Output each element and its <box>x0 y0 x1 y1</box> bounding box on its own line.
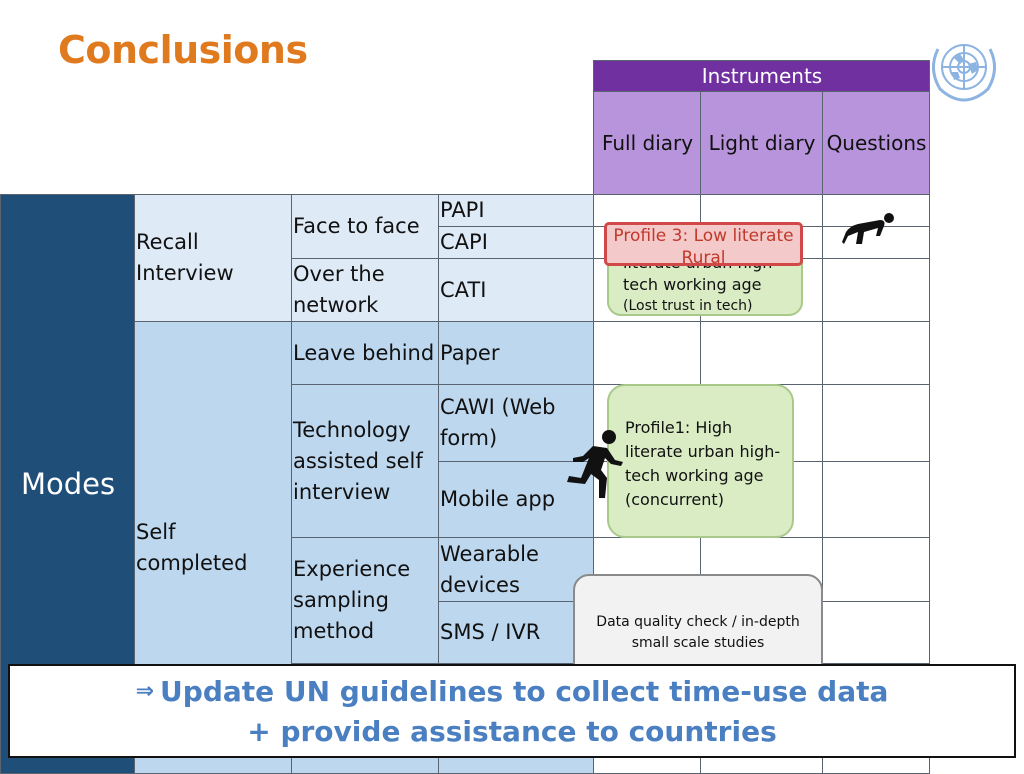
grid-cell-r1-c2 <box>822 226 930 259</box>
banner-line-1-text: Update UN guidelines to collect time-use… <box>160 675 889 708</box>
grid-cell-r3-c1 <box>700 321 823 385</box>
cati-cell: CATI <box>438 258 594 322</box>
grid-cell-r7-c2 <box>822 601 930 664</box>
conclusion-banner: ⇒Update UN guidelines to collect time-us… <box>8 664 1016 758</box>
banner-line-2: + provide assistance to countries <box>247 715 777 748</box>
data-quality-label: Data quality check / in-depth small scal… <box>596 614 800 651</box>
profile-3-label: Profile 3: Low literate Rural <box>613 226 794 268</box>
profile-3-box: Profile 3: Low literate Rural <box>604 222 803 268</box>
grid-cell-r4-c2 <box>822 384 930 462</box>
instruments-header-label: Instruments <box>701 63 823 88</box>
capi-cell: CAPI <box>438 226 594 259</box>
over-network-cell: Over the network <box>291 258 439 322</box>
instruments-header: Instruments <box>593 60 930 92</box>
recall-interview-label: Recall Interview <box>136 230 234 285</box>
experience-sampling-label: Experience sampling method <box>293 557 411 643</box>
slide-title: Conclusions <box>58 28 308 72</box>
self-completed-label: Self completed <box>136 519 248 575</box>
un-emblem-icon <box>924 34 1004 104</box>
over-network-label: Over the network <box>293 262 385 317</box>
cawi-label: CAWI (Web form) <box>440 395 556 450</box>
cawi-cell: CAWI (Web form) <box>438 384 594 462</box>
cati-label: CATI <box>440 277 487 302</box>
column-light-diary-label: Light diary <box>708 130 816 155</box>
experience-sampling-cell: Experience sampling method <box>291 537 439 664</box>
tech-assisted-label: Technology assisted self interview <box>293 417 423 504</box>
modes-label: Modes <box>20 466 116 501</box>
profile-2-note: (Lost trust in tech) <box>623 298 753 314</box>
face-to-face-cell: Face to face <box>291 194 439 259</box>
column-questions: Questions <box>822 91 930 195</box>
crawling-person-icon <box>842 210 896 250</box>
grid-cell-r3-c2 <box>822 321 930 385</box>
mobile-app-label: Mobile app <box>440 487 556 511</box>
paper-label: Paper <box>440 340 500 365</box>
implies-arrow-icon: ⇒ <box>135 679 155 704</box>
mobile-app-cell: Mobile app <box>438 461 594 538</box>
column-questions-label: Questions <box>826 130 927 155</box>
profile-1-label: Profile1: High literate urban high-tech … <box>625 418 781 509</box>
profile-2-line2: tech working age <box>623 275 762 294</box>
paper-cell: Paper <box>438 321 594 385</box>
face-to-face-label: Face to face <box>293 214 420 238</box>
profile-1-box: Profile1: High literate urban high-tech … <box>607 384 794 538</box>
capi-label: CAPI <box>440 230 488 254</box>
grid-cell-r5-c2 <box>822 461 930 538</box>
grid-cell-r2-c2 <box>822 258 930 322</box>
column-full-diary-label: Full diary <box>601 130 694 155</box>
banner-line-1: ⇒Update UN guidelines to collect time-us… <box>10 672 1014 712</box>
leave-behind-label: Leave behind <box>293 340 435 365</box>
grid-cell-r3-c0 <box>593 321 701 385</box>
sms-ivr-cell: SMS / IVR <box>438 601 594 664</box>
running-person-icon <box>563 428 627 500</box>
grid-cell-r6-c2 <box>822 537 930 602</box>
column-full-diary: Full diary <box>593 91 701 195</box>
tech-assisted-cell: Technology assisted self interview <box>291 384 439 538</box>
papi-cell: PAPI <box>438 194 594 227</box>
sms-ivr-label: SMS / IVR <box>440 620 541 644</box>
wearable-cell: Wearable devices <box>438 537 594 602</box>
leave-behind-cell: Leave behind <box>291 321 439 385</box>
recall-interview-cell: Recall Interview <box>134 194 292 322</box>
column-light-diary: Light diary <box>700 91 823 195</box>
papi-label: PAPI <box>440 198 485 222</box>
wearable-label: Wearable devices <box>440 541 539 597</box>
